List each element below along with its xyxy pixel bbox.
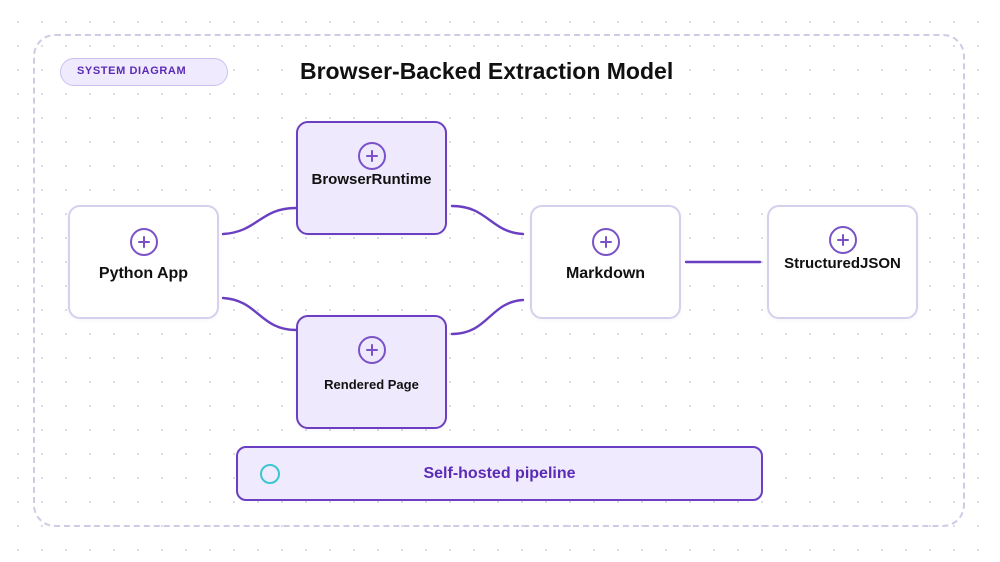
edge-browserruntime-to-markdown [450,204,525,236]
python-app-label: Python App [98,265,189,282]
edge-python-to-browserruntime [221,206,298,236]
diagram-title: Browser-Backed Extraction Model [300,58,674,84]
self-hosted-pipeline-label: Self-hosted pipeline [423,465,576,482]
rendered-page-label: Rendered Page [324,377,419,392]
circle-icon [260,464,280,484]
python-app-node[interactable]: Python App [68,205,219,319]
browser-runtime-node[interactable]: BrowserRuntime [296,121,447,235]
system-diagram-badge: SYSTEM DIAGRAM [60,58,228,86]
structured-json-label: StructuredJSON [784,255,901,272]
structured-json-node[interactable]: StructuredJSON [767,205,918,319]
plus-circle-icon [357,336,386,364]
plus-circle-icon [591,228,620,256]
plus-circle-icon [828,226,857,254]
markdown-label: Markdown [565,265,646,282]
rendered-page-node[interactable]: Rendered Page [296,315,447,429]
self-hosted-pipeline-bar[interactable]: Self-hosted pipeline [236,446,763,501]
plus-circle-icon [129,228,158,256]
browser-runtime-label: BrowserRuntime [311,171,432,188]
edge-rendered-page-to-markdown [450,298,525,336]
diagram-frame [33,34,965,527]
markdown-node[interactable]: Markdown [530,205,681,319]
edge-python-to-rendered-page [221,296,298,332]
plus-circle-icon [357,142,386,170]
